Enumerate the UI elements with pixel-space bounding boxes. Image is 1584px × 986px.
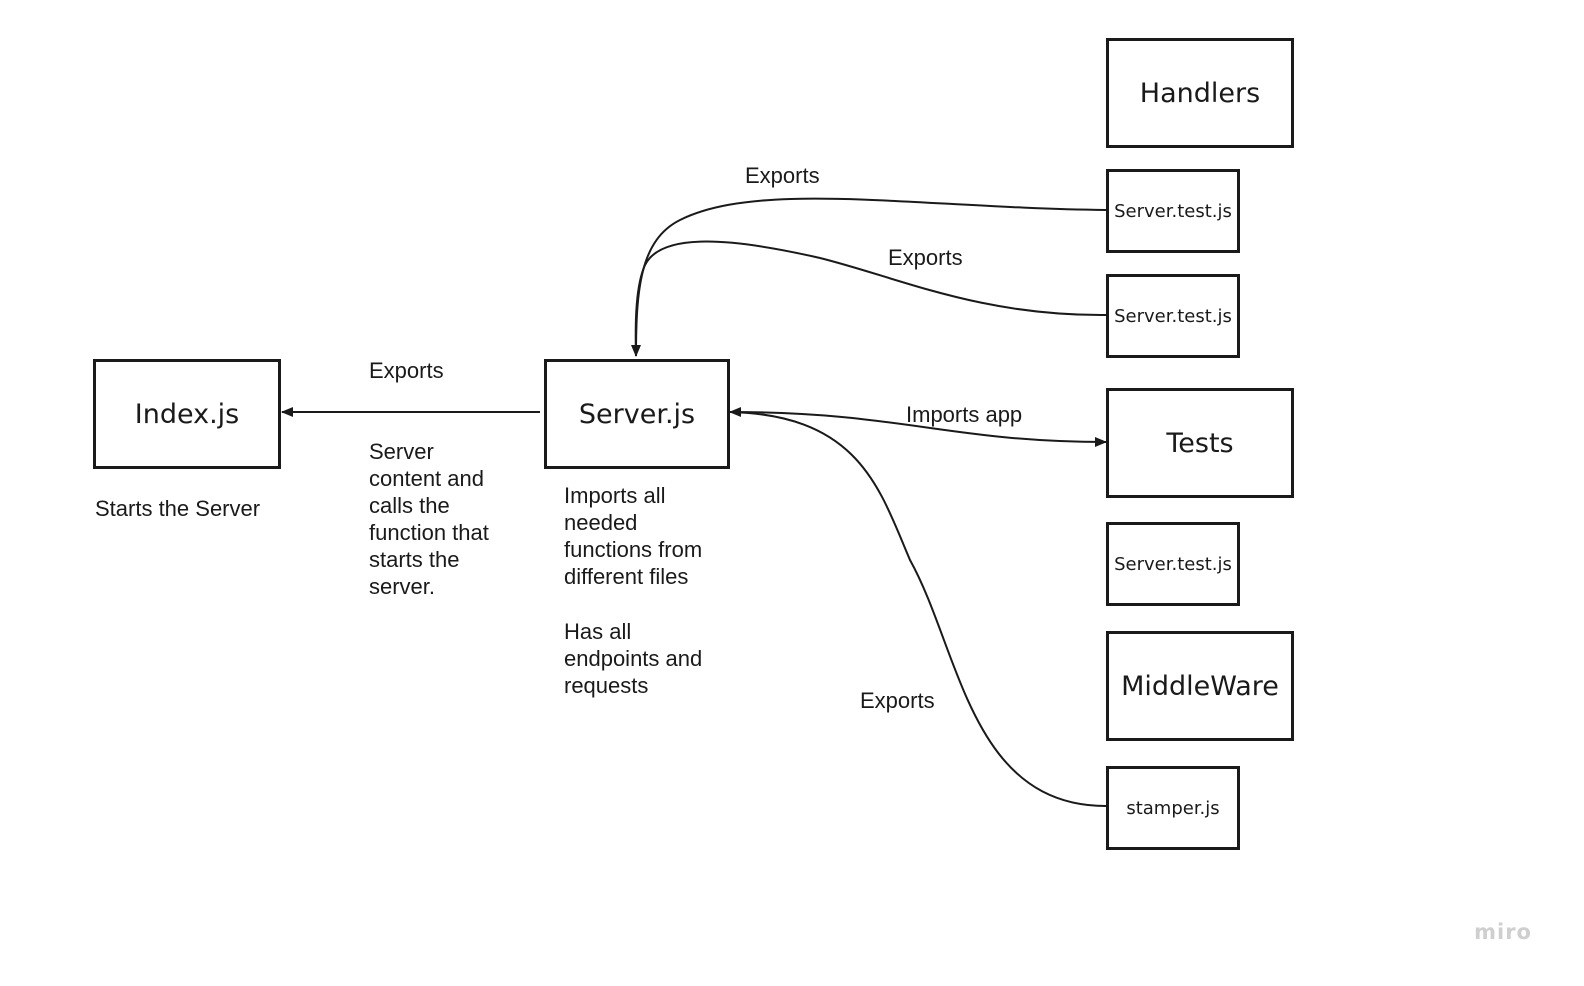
edge-label-handler1-to-server: Exports <box>745 163 820 188</box>
edge-label-server-to-index: Exports <box>369 358 444 383</box>
edge-label-stamper-to-server: Exports <box>860 688 935 713</box>
handlers-box[interactable]: Handlers <box>1106 38 1294 148</box>
edge-server-tests <box>729 407 1107 447</box>
miro-watermark: miro <box>1474 920 1532 944</box>
server-js-box[interactable]: Server.js <box>544 359 730 469</box>
index-description: Starts the Server <box>95 496 261 521</box>
tests-file-box[interactable]: Server.test.js <box>1106 522 1240 606</box>
edge-handler2-to-server <box>634 240 1107 357</box>
edge-label-handler2-to-server: Exports <box>888 245 963 270</box>
index-js-box[interactable]: Index.js <box>93 359 281 469</box>
middleware-file-box[interactable]: stamper.js <box>1106 766 1240 850</box>
tests-box[interactable]: Tests <box>1106 388 1294 498</box>
middleware-box[interactable]: MiddleWare <box>1106 631 1294 741</box>
handler-file-box-2[interactable]: Server.test.js <box>1106 274 1240 358</box>
edge-stamper-to-server <box>729 411 1107 807</box>
server-endpoints-note: Has all endpoints and requests <box>564 619 703 698</box>
server-imports-note: Imports all needed functions from differ… <box>564 483 703 589</box>
edge-label-server-tests: Imports app <box>906 402 1023 427</box>
server-content-note: Server content and calls the function th… <box>369 439 489 599</box>
edge-handler1-to-server <box>631 197 1107 357</box>
handler-file-box-1[interactable]: Server.test.js <box>1106 169 1240 253</box>
